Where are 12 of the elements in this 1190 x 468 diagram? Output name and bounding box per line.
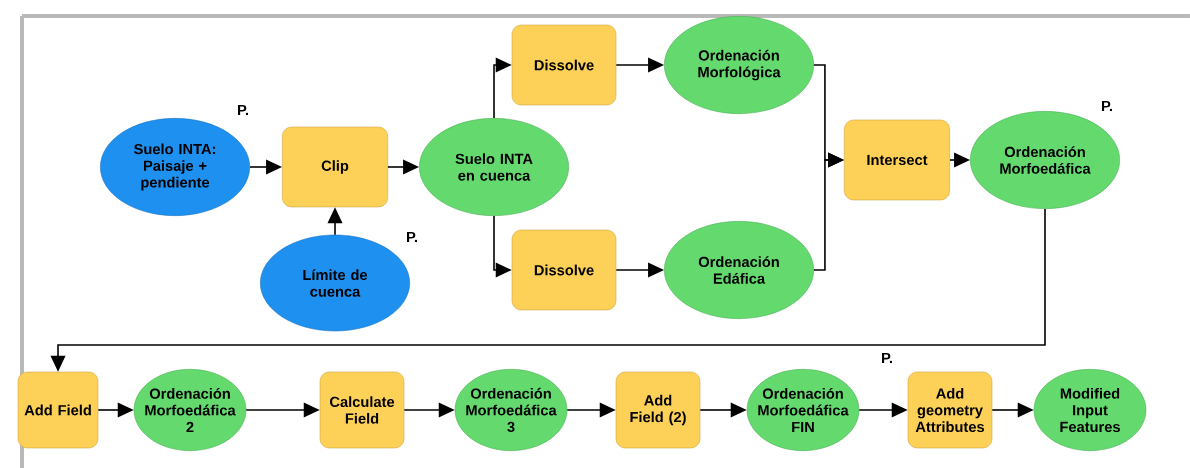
tool-box: Add geometry Attributes (907, 371, 993, 449)
tool-box: Add Field (2) (615, 371, 701, 449)
tool-box: Intersect (844, 119, 950, 201)
beside-label: P. (1102, 100, 1112, 112)
tool-box: Dissolve (511, 24, 617, 106)
beside-label: P. (882, 352, 892, 364)
beside-label: P. (238, 104, 248, 116)
tool-box: Clip (282, 126, 388, 208)
tool-box: Dissolve (511, 229, 617, 311)
tool-box: Calculate Field (319, 371, 405, 449)
beside-label: P. (407, 231, 417, 243)
tool-box: Add Field (17, 371, 99, 449)
